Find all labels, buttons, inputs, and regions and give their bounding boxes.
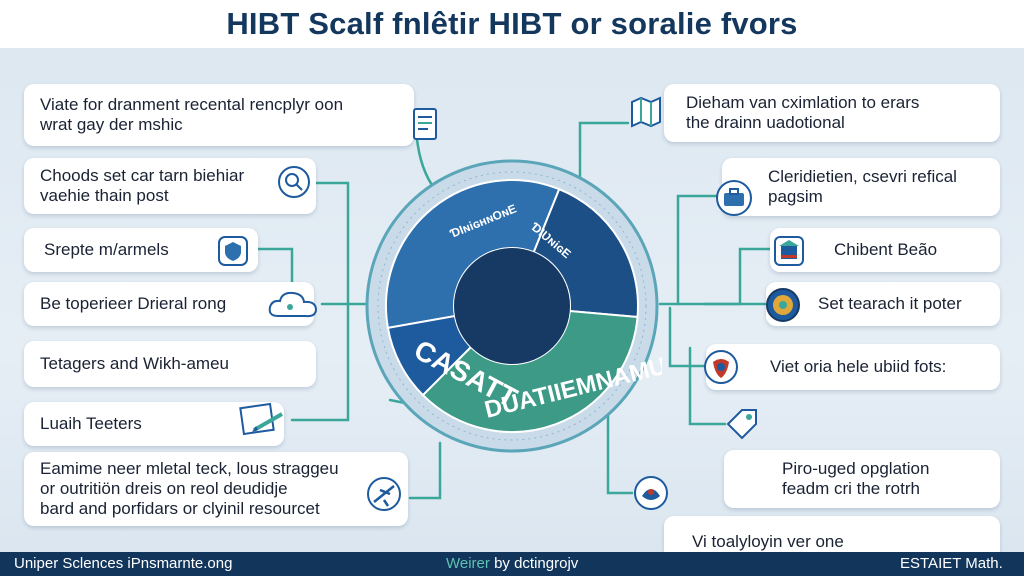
right-item-3-line-1: Chibent Beão	[834, 240, 938, 259]
footer-center-accent: Weirer	[446, 555, 490, 572]
right-item-5-line-1: Viet oria hele ubiid fots:	[770, 357, 947, 376]
building-icon	[772, 234, 806, 268]
globe-icon	[764, 286, 802, 324]
left-item-7-line-2: or outritiön dreis on reol deudidje	[40, 479, 288, 498]
right-item-6-line-2: feadm cri the rotrh	[782, 479, 920, 498]
left-item-1-line-1: Viate for dranment recental rencplyr oon	[40, 95, 344, 114]
left-item-5-line-1: Tetagers and Wikh-ameu	[40, 354, 229, 373]
right-item-2: Cleridietien, csevri refical pagsim	[722, 158, 1000, 216]
right-item-6-line-1: Piro-uged opglation	[782, 459, 930, 478]
page-title: HIBT Scalf fnlêtir HIBT or soralie fvors	[226, 6, 798, 41]
right-item-1-line-1: Dieham van cximlation to erars	[686, 93, 920, 112]
left-item-7-line-1: Eamime neer mletal teck, lous straggeu	[40, 459, 339, 478]
connector-right-2	[658, 194, 720, 306]
connector-left-2	[290, 181, 350, 422]
toolbox-icon	[714, 178, 754, 218]
left-item-7: Eamime neer mletal teck, lous straggeu o…	[24, 452, 408, 526]
connector-right-5	[668, 306, 707, 368]
tag-icon	[724, 406, 760, 442]
document-icon	[408, 106, 442, 144]
right-item-4-line-1: Set tearach it poter	[818, 294, 962, 313]
center-wheel: ƊIɴiɢʜɴOɴE ƊIƲɴiɢE DUATIIEMNAMU CASATT	[365, 159, 662, 453]
title-bar: HIBT Scalf fnlêtir HIBT or soralie fvors	[0, 0, 1024, 48]
map-icon	[626, 92, 666, 132]
left-item-1-line-2: wrat gay der mshic	[40, 115, 183, 134]
footer-center: Weirer by dctingrojv	[446, 555, 578, 572]
right-item-4: Set tearach it poter	[766, 282, 1000, 326]
wheel-hub	[454, 248, 570, 364]
diagram-canvas: ƊIɴiɢʜɴOɴE ƊIƲɴiɢE DUATIIEMNAMU CASATT V…	[0, 48, 1024, 568]
pencil-paper-icon	[236, 400, 288, 440]
left-item-7-line-3: bard and porfidars or clyinil resourcet	[40, 499, 320, 518]
lens-badge-icon	[276, 164, 312, 200]
crest-icon	[702, 348, 740, 386]
cloud-icon	[266, 288, 320, 322]
left-item-4: Be toperieer Drieral rong	[24, 282, 314, 326]
left-item-2-line-2: vaehie thain post	[40, 186, 169, 205]
right-item-1-line-2: the drainn uadotional	[686, 113, 845, 132]
left-item-1: Viate for dranment recental rencplyr oon…	[24, 84, 414, 146]
footer-right-text: ESTAIET Math.	[900, 555, 1003, 572]
footer-center-text: by dctingrojv	[489, 555, 579, 572]
right-item-6: Piro-uged opglation feadm cri the rotrh	[724, 450, 1000, 508]
left-item-2-line-1: Choods set car tarn biehiar	[40, 166, 245, 185]
right-item-1: Dieham van cximlation to erars the drain…	[664, 84, 1000, 142]
right-item-3: Chibent Beão	[770, 228, 1000, 272]
left-item-5: Tetagers and Wikh-ameu	[24, 341, 316, 387]
left-item-6-line-1: Luaih Teeters	[40, 414, 142, 433]
emblem-icon	[632, 474, 670, 512]
left-item-4-line-1: Be toperieer Drieral rong	[40, 294, 227, 313]
left-item-2: Choods set car tarn biehiar vaehie thain…	[24, 158, 316, 214]
right-item-7-line-1: Vi toalyloyin ver one	[692, 532, 844, 551]
footer-left-text: Uniper Sclences iPnsmarnte.ong	[14, 555, 233, 572]
right-item-2-line-2: pagsim	[768, 187, 823, 206]
airplane-icon	[366, 476, 402, 512]
footer-bar: Uniper Sclences iPnsmarnte.ong Weirer by…	[0, 552, 1024, 576]
connector-right-3	[703, 247, 772, 306]
right-item-5: Viet oria hele ubiid fots:	[706, 344, 1000, 390]
wheel-tick-ring	[377, 171, 647, 441]
right-item-2-line-1: Cleridietien, csevri refical	[768, 167, 957, 186]
left-item-3-line-1: Srepte m/armels	[44, 240, 169, 259]
connector-right-6	[688, 346, 727, 426]
connector-left-6	[408, 441, 442, 500]
shield-badge-icon	[216, 234, 250, 268]
